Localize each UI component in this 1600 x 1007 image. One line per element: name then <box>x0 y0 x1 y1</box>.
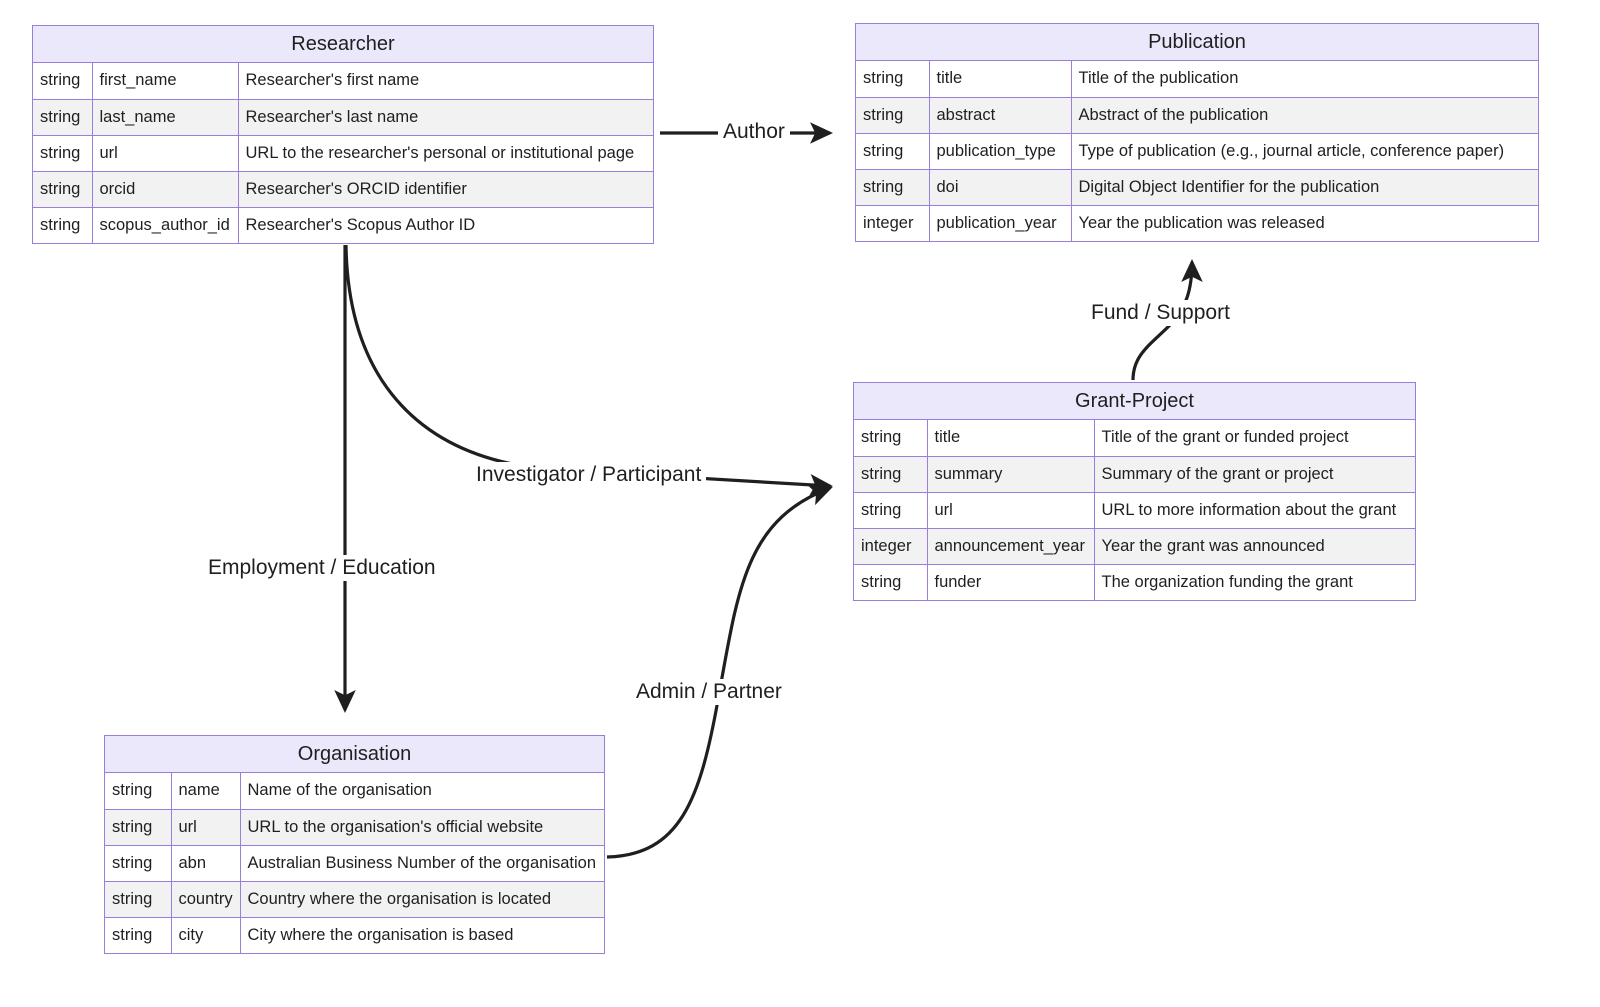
table-row: string doi Digital Object Identifier for… <box>856 169 1538 206</box>
attr-comment: Year the publication was released <box>1078 213 1325 232</box>
attr-type: string <box>854 492 928 529</box>
attr-type: string <box>33 99 93 136</box>
entity-grant-project[interactable]: Grant-Project string title Title of the … <box>853 382 1416 601</box>
attr-type: string <box>33 63 93 100</box>
attr-type: string <box>105 773 172 810</box>
relationship-label-fund-support: Fund / Support <box>1086 300 1235 326</box>
relationship-label-admin-partner: Admin / Partner <box>631 679 787 705</box>
entity-organisation-attributes: string name Name of the organisation str… <box>105 773 604 953</box>
attr-type: string <box>105 917 172 953</box>
table-row: string city City where the organisation … <box>105 917 604 953</box>
attr-name: last_name <box>92 99 239 136</box>
relationship-label-employment-education: Employment / Education <box>203 555 441 581</box>
table-row: string orcid Researcher's ORCID identifi… <box>33 171 653 208</box>
attr-name: funder <box>927 564 1095 600</box>
attr-comment: Summary of the grant or project <box>1094 456 1415 493</box>
attr-name: announcement_year <box>927 528 1095 565</box>
table-row: string summary Summary of the grant or p… <box>854 456 1415 493</box>
entity-researcher[interactable]: Researcher string first_name Researcher'… <box>32 25 654 244</box>
table-row: string url URL to the researcher's perso… <box>33 135 653 172</box>
attr-name: url <box>92 135 239 172</box>
table-row: string publication_type Type of publicat… <box>856 133 1538 170</box>
attr-comment: URL to the organisation's official websi… <box>240 809 604 846</box>
attr-name: city <box>171 917 241 953</box>
attr-comment: Researcher's first name <box>238 63 653 100</box>
attr-comment: Digital Object Identifier for the public… <box>1071 169 1538 206</box>
entity-publication[interactable]: Publication string title Title of the pu… <box>855 23 1539 242</box>
table-row: integer publication_year Year the public… <box>856 205 1538 241</box>
attr-comment: Year the grant was announced <box>1094 528 1415 565</box>
table-row: string abn Australian Business Number of… <box>105 845 604 882</box>
table-row: string title Title of the publication <box>856 61 1538 98</box>
table-row: string url URL to more information about… <box>854 492 1415 529</box>
table-row: string abstract Abstract of the publicat… <box>856 97 1538 134</box>
table-row: string scopus_author_id Researcher's Sco… <box>33 207 653 243</box>
attr-name: scopus_author_id <box>92 207 239 243</box>
table-row: string title Title of the grant or funde… <box>854 420 1415 457</box>
attr-comment: City where the organisation is based <box>247 925 514 944</box>
attr-type: string <box>105 845 172 882</box>
entity-organisation-title: Organisation <box>105 736 604 773</box>
table-row: string country Country where the organis… <box>105 881 604 918</box>
attr-type: string <box>33 207 93 243</box>
table-row: integer announcement_year Year the grant… <box>854 528 1415 565</box>
edge-investigator-participant <box>344 244 833 496</box>
entity-researcher-title: Researcher <box>33 26 653 63</box>
attr-comment: Title of the publication <box>1071 61 1538 98</box>
attr-comment: Abstract of the publication <box>1071 97 1538 134</box>
table-row: string last_name Researcher's last name <box>33 99 653 136</box>
attr-name: name <box>171 773 241 810</box>
attr-comment: Researcher's ORCID identifier <box>238 171 653 208</box>
attr-type: string <box>856 61 930 98</box>
attr-comment: Australian Business Number of the organi… <box>240 845 604 882</box>
attr-name: publication_type <box>929 133 1072 170</box>
relationship-label-investigator-participant: Investigator / Participant <box>471 462 707 488</box>
attr-type: string <box>856 169 930 206</box>
edge-admin-partner <box>606 484 833 859</box>
entity-grant-project-attributes: string title Title of the grant or funde… <box>854 420 1415 600</box>
attr-comment: Researcher's Scopus Author ID <box>245 215 476 234</box>
attr-name: title <box>929 61 1072 98</box>
table-row: string name Name of the organisation <box>105 773 604 810</box>
attr-name: abstract <box>929 97 1072 134</box>
attr-comment: The organization funding the grant <box>1101 572 1353 591</box>
entity-researcher-attributes: string first_name Researcher's first nam… <box>33 63 653 243</box>
attr-comment: Title of the grant or funded project <box>1094 420 1415 457</box>
attr-name: summary <box>927 456 1095 493</box>
table-row: string funder The organization funding t… <box>854 564 1415 600</box>
attr-type: string <box>33 135 93 172</box>
attr-name: title <box>927 420 1095 457</box>
attr-name: abn <box>171 845 241 882</box>
attr-name: doi <box>929 169 1072 206</box>
relationship-label-author: Author <box>718 119 790 145</box>
attr-comment: Type of publication (e.g., journal artic… <box>1071 133 1538 170</box>
attr-name: orcid <box>92 171 239 208</box>
attr-comment: Researcher's last name <box>238 99 653 136</box>
attr-name: publication_year <box>929 205 1072 241</box>
attr-type: string <box>33 171 93 208</box>
attr-type: string <box>856 133 930 170</box>
attr-type: integer <box>856 205 930 241</box>
entity-grant-project-title: Grant-Project <box>854 383 1415 420</box>
attr-name: first_name <box>92 63 239 100</box>
entity-organisation[interactable]: Organisation string name Name of the org… <box>104 735 605 954</box>
attr-comment: Name of the organisation <box>240 773 604 810</box>
attr-comment: URL to the researcher's personal or inst… <box>238 135 653 172</box>
attr-type: integer <box>854 528 928 565</box>
entity-publication-attributes: string title Title of the publication st… <box>856 61 1538 241</box>
attr-type: string <box>854 456 928 493</box>
attr-type: string <box>105 881 172 918</box>
attr-type: string <box>854 564 928 600</box>
attr-type: string <box>105 809 172 846</box>
attr-name: country <box>171 881 241 918</box>
attr-name: url <box>927 492 1095 529</box>
attr-comment: Country where the organisation is locate… <box>240 881 604 918</box>
attr-type: string <box>854 420 928 457</box>
attr-name: url <box>171 809 241 846</box>
entity-publication-title: Publication <box>856 24 1538 61</box>
table-row: string first_name Researcher's first nam… <box>33 63 653 100</box>
table-row: string url URL to the organisation's off… <box>105 809 604 846</box>
attr-type: string <box>856 97 930 134</box>
attr-comment: URL to more information about the grant <box>1094 492 1415 529</box>
